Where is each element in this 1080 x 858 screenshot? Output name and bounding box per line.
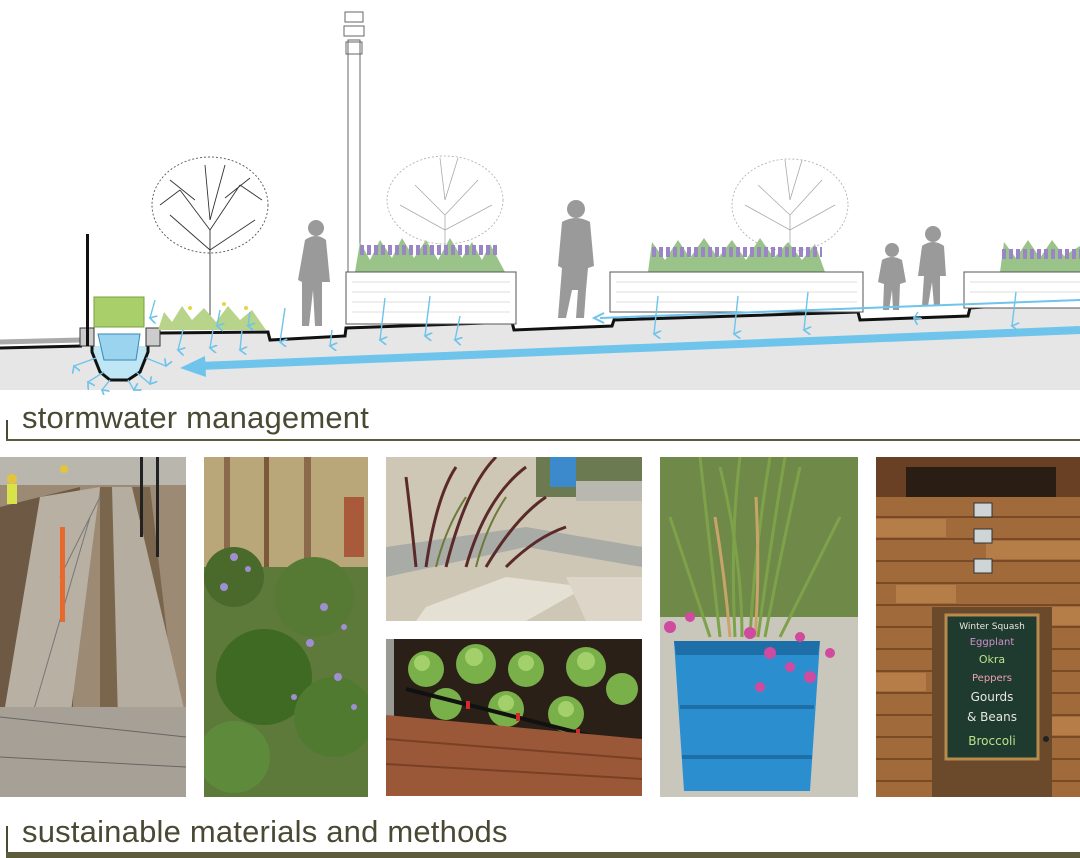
children-silhouettes xyxy=(878,226,946,310)
photo-blue-barrel-planter xyxy=(660,457,858,797)
photo-reclaimed-wood-shed: Winter Squash Eggplant Okra Peppers Gour… xyxy=(876,457,1080,797)
person-elderly-silhouette xyxy=(298,220,330,326)
chalkboard-line-4: Peppers xyxy=(972,673,1012,684)
stormwater-section-diagram xyxy=(0,11,1080,395)
chalkboard-line-1: Winter Squash xyxy=(959,622,1025,632)
stormwater-flow-arrows xyxy=(74,291,1016,390)
photo-drip-irrigation-lettuce xyxy=(386,639,642,796)
chalkboard-line-2: Eggplant xyxy=(970,637,1015,648)
low-plants-left xyxy=(158,302,266,330)
photo-garden-plantings xyxy=(204,457,368,797)
tree-left xyxy=(151,156,269,322)
tree-middle xyxy=(386,155,504,272)
chalkboard-line-3: Okra xyxy=(979,653,1005,666)
ground-surface-line xyxy=(0,298,1080,350)
stormwater-main-arrow xyxy=(199,326,1080,370)
ground-section xyxy=(0,300,1080,390)
light-pole xyxy=(343,11,365,273)
chalkboard-line-6: & Beans xyxy=(967,710,1017,724)
light-pole-left xyxy=(86,234,89,346)
section-heading-materials: sustainable materials and methods xyxy=(0,814,1080,858)
planter-2 xyxy=(609,238,864,313)
section-heading-stormwater: stormwater management xyxy=(0,400,1080,442)
heading-materials-label: sustainable materials and methods xyxy=(22,814,508,849)
person-walking-silhouette xyxy=(558,200,594,318)
photo-grasses-steel-edging xyxy=(386,457,642,621)
chalkboard-line-7: Broccoli xyxy=(968,734,1015,748)
planter-1 xyxy=(345,238,517,325)
heading-stormwater-label: stormwater management xyxy=(22,400,370,435)
surface-flow-line xyxy=(599,299,1080,319)
chalkboard-line-5: Gourds xyxy=(971,690,1014,704)
photo-gabion-bioswale xyxy=(0,457,186,797)
planter-3 xyxy=(963,240,1080,309)
bioswale-basin xyxy=(79,296,161,382)
